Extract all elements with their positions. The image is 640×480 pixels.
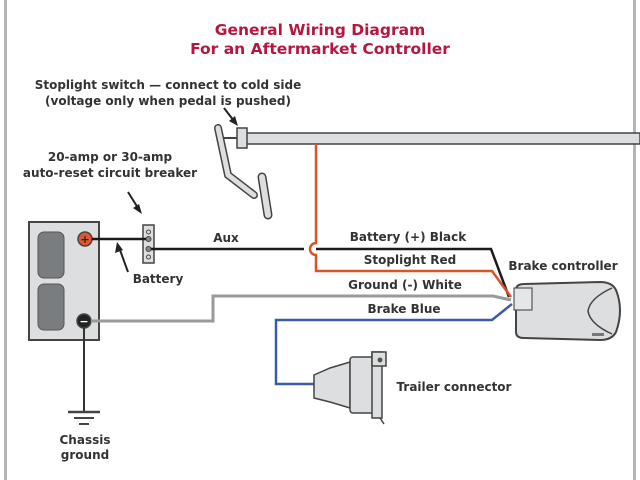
ground-symbol-icon: [68, 410, 100, 425]
left-border: [4, 0, 7, 480]
svg-text:+: +: [80, 233, 89, 246]
stoplight-wire-label: Stoplight Red: [364, 253, 456, 267]
title-line-2: For an Aftermarket Controller: [190, 40, 450, 58]
chassis-label-1: Chassis: [60, 433, 111, 447]
stoplight-switch-label-1: Stoplight switch — connect to cold side: [35, 78, 302, 92]
aux-label: Aux: [213, 231, 239, 245]
brake-controller-label: Brake controller: [508, 259, 617, 273]
brake-pedal-icon: [214, 124, 273, 220]
stoplight-red-wire: [308, 144, 513, 298]
ground-wire-label: Ground (-) White: [348, 278, 462, 292]
trailer-connector-label: Trailer connector: [397, 380, 512, 394]
breaker-label-2: auto-reset circuit breaker: [23, 166, 197, 180]
ground-white-wire: [91, 294, 512, 323]
breaker-arrow-icon: [127, 191, 142, 214]
trailer-connector-icon: [313, 351, 387, 425]
svg-text:−: −: [79, 315, 88, 328]
brake-wire-label: Brake Blue: [367, 302, 440, 316]
stoplight-switch-icon: [236, 127, 640, 149]
stoplight-arrow-icon: [223, 107, 238, 126]
stoplight-switch-label-2: (voltage only when pedal is pushed): [45, 94, 291, 108]
title-line-1: General Wiring Diagram: [215, 21, 425, 39]
negative-terminal-icon: −: [76, 313, 92, 329]
battery-label: Battery: [133, 272, 184, 286]
circuit-breaker-icon: [142, 224, 155, 264]
brake-controller-icon: [513, 280, 621, 342]
battery-wire-label: Battery (+) Black: [350, 230, 467, 244]
breaker-label-1: 20-amp or 30-amp: [48, 150, 173, 164]
battery-black-wire: [151, 247, 511, 298]
battery-arrow-icon: [115, 242, 129, 273]
positive-terminal-icon: +: [77, 231, 93, 247]
brake-blue-wire: [274, 303, 513, 386]
chassis-label-2: ground: [61, 448, 109, 462]
right-border: [633, 0, 636, 480]
